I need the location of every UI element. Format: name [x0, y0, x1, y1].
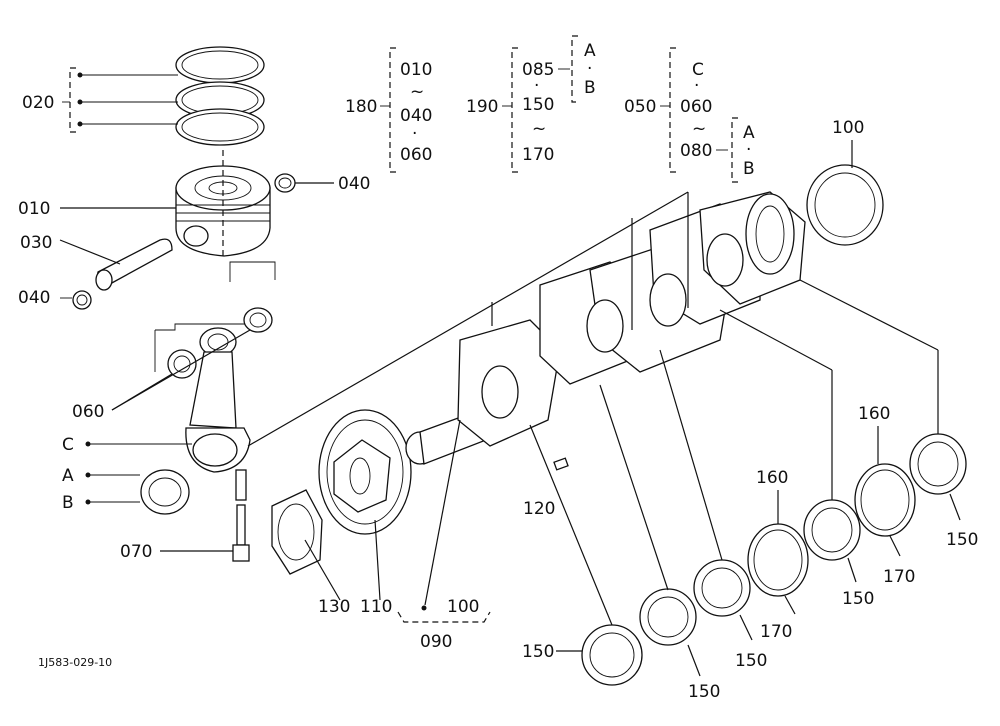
callout-c: C [62, 435, 74, 455]
callout-040-lower: 040 [18, 288, 50, 308]
main-bearing-5 [909, 433, 967, 495]
circlip-lower [72, 290, 92, 310]
drawing-code: 1J583-029-10 [38, 656, 112, 669]
group-190-item-2: 150 [522, 95, 554, 115]
main-bearing-1 [581, 624, 643, 686]
callout-060: 060 [72, 402, 104, 422]
callout-150-c: 150 [735, 651, 767, 671]
callout-150-e: 150 [946, 530, 978, 550]
group-050-sub-0: A [743, 123, 755, 143]
callout-040-upper: 040 [338, 174, 370, 194]
thrust-washer-1 [747, 523, 809, 597]
thrust-washer-2 [854, 463, 916, 537]
group-190-sub-2: B [584, 78, 596, 98]
group-180-item-0: 010 [400, 60, 432, 80]
circlip-upper [274, 173, 296, 193]
group-180-item-4: 060 [400, 145, 432, 165]
callout-100-shaft: 100 [447, 597, 479, 617]
callout-150-b: 150 [688, 682, 720, 702]
callout-120: 120 [523, 499, 555, 519]
group-050-label: 050 [624, 97, 656, 117]
group-050-sub-1: · [746, 140, 751, 160]
group-050-sub-2: B [743, 159, 755, 179]
callout-010: 010 [18, 199, 50, 219]
group-180-item-3: · [412, 124, 417, 144]
callout-070: 070 [120, 542, 152, 562]
callout-110: 110 [360, 597, 392, 617]
callout-170-b: 170 [883, 567, 915, 587]
group-050-item-1: · [694, 76, 699, 96]
group-050-item-0: C [692, 60, 704, 80]
oil-seal-bushing [806, 164, 884, 246]
group-050-item-4: 080 [680, 141, 712, 161]
piston-rings [62, 46, 265, 146]
connecting-rod-bolt [232, 504, 250, 562]
piston-pin [95, 238, 173, 291]
group-190-item-0: 085 [522, 60, 554, 80]
group-190-item-4: 170 [522, 145, 554, 165]
callout-150-a: 150 [522, 642, 554, 662]
group-190-item-1: · [534, 76, 539, 96]
crank-gear-small [271, 489, 323, 575]
main-bearing-4 [803, 499, 861, 561]
piston [175, 150, 271, 260]
group-190: 190 085 · 150 ~ 170 A · B [466, 35, 596, 173]
connecting-rod [154, 261, 276, 501]
callout-160-a: 160 [756, 468, 788, 488]
main-bearing-3 [693, 559, 751, 617]
callout-150-d: 150 [842, 589, 874, 609]
callout-030: 030 [20, 233, 52, 253]
group-180-item-2: 040 [400, 106, 432, 126]
crankshaft [247, 191, 806, 465]
callout-130: 130 [318, 597, 350, 617]
callout-a: A [62, 466, 74, 486]
group-190-sub-0: A [584, 41, 596, 61]
callout-090: 090 [420, 632, 452, 652]
small-end-bushing [167, 307, 273, 379]
group-050-item-3: ~ [692, 119, 706, 139]
woodruff-key [553, 457, 569, 471]
group-180-label: 180 [345, 97, 377, 117]
group-180-item-1: ~ [410, 82, 424, 102]
callout-170-a: 170 [760, 622, 792, 642]
callout-100-seal: 100 [832, 118, 864, 138]
callout-020: 020 [22, 93, 54, 113]
group-050-item-2: 060 [680, 97, 712, 117]
crank-gear-large [318, 409, 412, 535]
main-bearing-2 [639, 588, 697, 646]
group-180: 180 010 ~ 040 · 060 [345, 47, 432, 173]
callout-160-b: 160 [858, 404, 890, 424]
big-end-bearing [140, 469, 190, 515]
group-190-label: 190 [466, 97, 498, 117]
group-050: 050 C · 060 ~ 080 A · B [624, 47, 755, 183]
callout-b: B [62, 493, 74, 513]
group-190-sub-1: · [587, 59, 592, 79]
group-190-item-3: ~ [532, 119, 546, 139]
